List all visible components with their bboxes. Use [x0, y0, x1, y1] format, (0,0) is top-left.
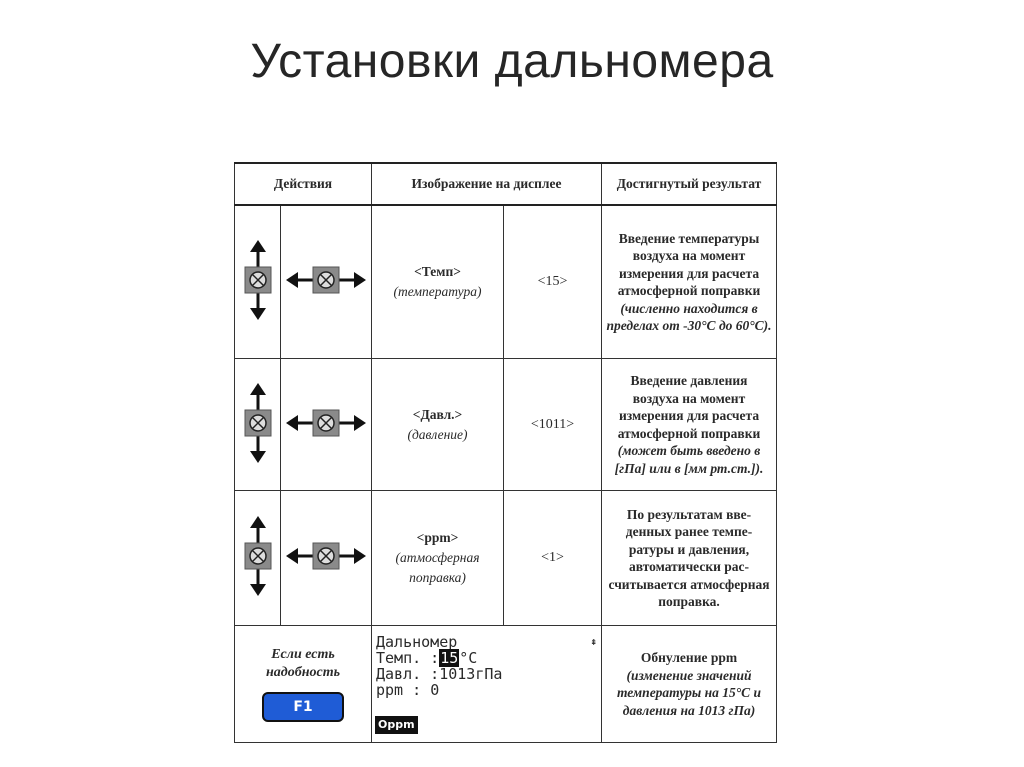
horizontal-keys-icon — [280, 490, 372, 626]
result-text: Введение давления воздуха на момент изме… — [601, 358, 778, 491]
display-desc: (давление) — [407, 426, 468, 442]
result-text: Введение температуры воздуха на момент и… — [601, 204, 778, 359]
display-value: <15> — [502, 204, 603, 359]
display-label: <ppm> — [416, 530, 459, 545]
lcd-line-press: Давл. :1013гПа — [376, 665, 503, 683]
display-value: <1011> — [502, 358, 603, 491]
if-needed-text: Если есть надобность — [266, 647, 340, 680]
f1-button[interactable]: F1 — [262, 692, 344, 722]
header-result: Достигнутый результат — [601, 162, 778, 206]
display-label: <Темп> — [414, 264, 461, 279]
horizontal-keys-icon — [280, 358, 372, 491]
lcd-screen: ⇞ Дальномер Темп. :15°C Давл. :1013гПа p… — [370, 625, 603, 743]
header-display: Изображение на дисплее — [370, 162, 603, 206]
f1-cell: Если есть надобность F1 — [234, 625, 372, 743]
header-actions: Действия — [234, 162, 372, 206]
zero-ppm-softkey[interactable]: Oppm — [375, 716, 418, 734]
table-row: <Темп> (температура) <15> Введение темпер… — [234, 204, 778, 359]
slide-title: Установки дальномера — [250, 35, 774, 88]
table-row: Если есть надобность F1 ⇞ Дальномер Темп… — [234, 625, 778, 743]
lcd-line-title: Дальномер — [376, 633, 458, 651]
vertical-keys-icon — [234, 204, 281, 359]
display-desc: (атмосферная поправка) — [395, 550, 480, 585]
vertical-keys-icon — [234, 490, 281, 626]
settings-table: Действия Изображение на дисплее Достигну… — [234, 162, 778, 743]
lcd-line-temp: Темп. :15°C — [376, 649, 478, 667]
display-label: <Давл.> — [412, 406, 463, 422]
horizontal-keys-icon — [280, 204, 372, 359]
result-text: По результатам вве-денных ранее темпе-ра… — [601, 490, 778, 626]
vertical-keys-icon — [234, 358, 281, 491]
table-row: <ppm> (атмосферная поправка) <1> По резул… — [234, 490, 778, 626]
display-value: <1> — [502, 490, 603, 626]
page-up-icon: ⇞ — [590, 635, 598, 648]
display-desc: (температура) — [393, 284, 482, 299]
result-text: Обнуление ppm(изменение значений темпера… — [601, 625, 778, 743]
lcd-line-ppm: ppm : 0 — [376, 681, 440, 699]
table-row: <Давл.> (давление) <1011> Введение давлен… — [234, 358, 778, 491]
